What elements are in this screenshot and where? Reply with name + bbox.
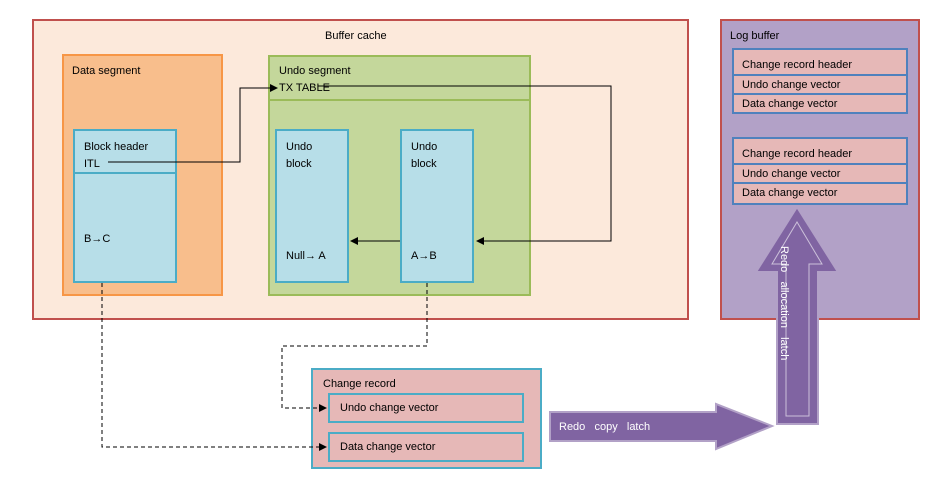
buffer-cache-title: Buffer cache (325, 30, 387, 42)
undo-block-label: block (286, 158, 312, 170)
tx-table-to-undo-block-arrow (318, 85, 612, 245)
undo-segment-title: Undo segment (279, 65, 351, 77)
undo-change-vector: Undo change vector (328, 393, 524, 423)
change-record-header: Change record header (742, 59, 853, 71)
undo-block-to-vector-link (281, 283, 428, 412)
block-header-divider (73, 172, 177, 174)
data-segment-title: Data segment (72, 65, 141, 77)
undo-block (400, 129, 474, 283)
undo-block-label: Undo (286, 141, 313, 153)
undo-block-value: Null→ A (286, 250, 326, 262)
undo-block-label: Undo (411, 141, 438, 153)
undo-block (275, 129, 349, 283)
tx-table-label: TX TABLE (279, 82, 330, 94)
itl-to-tx-table-arrow (108, 84, 278, 163)
undo-change-vector: Undo change vector (734, 74, 906, 93)
log-change-record: Change record header Undo change vector … (732, 137, 908, 205)
undo-block-value: A→B (411, 250, 437, 262)
data-change-vector: Data change vector (734, 93, 906, 112)
redo-copy-latch-arrow (549, 402, 775, 451)
log-change-record: Change record header Undo change vector … (732, 48, 908, 114)
change-record-header: Change record header (742, 148, 853, 160)
undo-block-label: block (411, 158, 437, 170)
data-block-to-vector-link (101, 283, 327, 451)
change-record-title: Change record (323, 378, 396, 390)
itl-label: ITL (84, 158, 100, 170)
log-buffer-title: Log buffer (730, 30, 780, 42)
redo-copy-latch-label: Redo copy latch (559, 421, 651, 433)
data-change-vector: Data change vector (734, 182, 906, 201)
data-change-vector: Data change vector (328, 432, 524, 462)
redo-allocation-latch-label: Redo allocation latch (778, 246, 790, 361)
block-header-label: Block header (84, 141, 149, 153)
redo-allocation-latch-arrow (754, 205, 840, 425)
undo-change-vector: Undo change vector (734, 163, 906, 182)
tx-table-divider (268, 99, 531, 101)
row-change-label: B→C (84, 233, 111, 245)
data-block (73, 129, 177, 283)
